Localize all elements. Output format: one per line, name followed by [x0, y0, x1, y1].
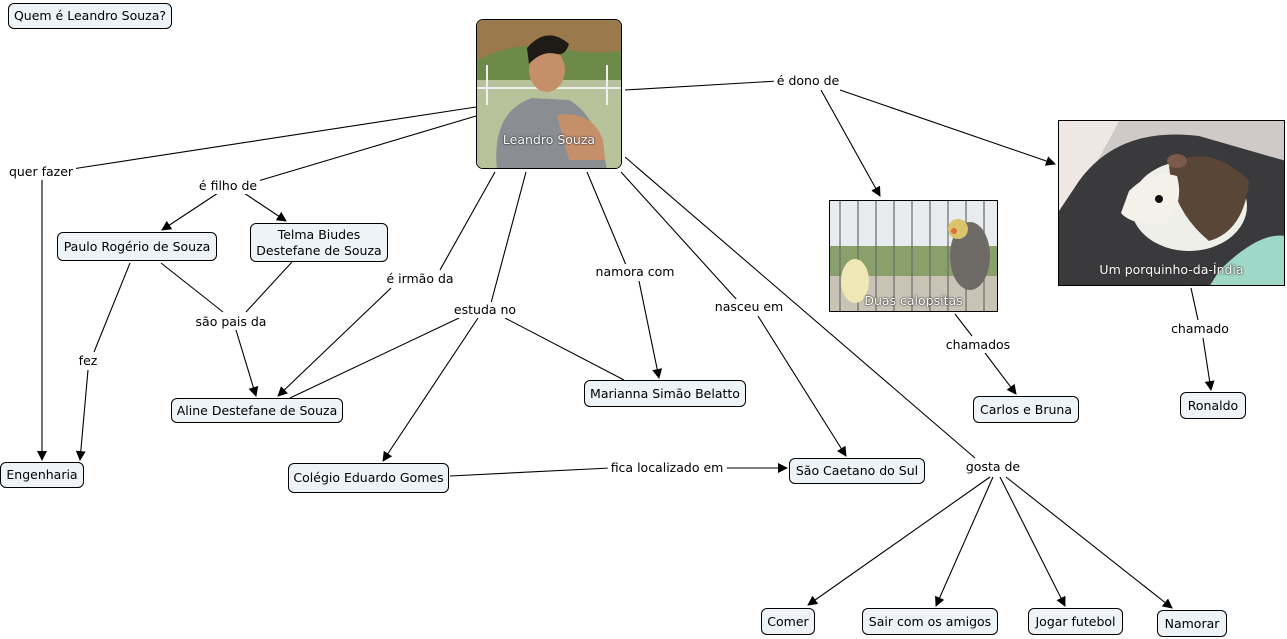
concept-carlos-bruna[interactable]: Carlos e Bruna	[973, 396, 1079, 423]
concept-sao-caetano[interactable]: São Caetano do Sul	[789, 458, 925, 484]
concept-colegio[interactable]: Colégio Eduardo Gomes	[288, 463, 449, 493]
concept-sair[interactable]: Sair com os amigos	[862, 608, 998, 635]
link-fica-localizado-em: fica localizado em	[607, 460, 727, 476]
guinea-pig-image	[1059, 121, 1284, 285]
portrait-image	[477, 20, 621, 168]
link-e-irmao-da: é irmão da	[383, 271, 457, 287]
photo-leandro[interactable]: Leandro Souza	[476, 19, 622, 169]
concept-comer[interactable]: Comer	[761, 608, 815, 635]
concept-telma[interactable]: Telma Biudes Destefane de Souza	[250, 223, 388, 262]
photo-porquinho[interactable]: Um porquinho-da-Índia	[1058, 120, 1285, 286]
center-caption: Leandro Souza	[502, 132, 596, 147]
link-nasceu-em: nasceu em	[711, 299, 787, 315]
concept-namorar[interactable]: Namorar	[1157, 610, 1227, 637]
link-chamados: chamados	[942, 337, 1014, 353]
link-fez: fez	[75, 353, 101, 369]
link-e-filho-de: é filho de	[195, 178, 261, 194]
question-title[interactable]: Quem é Leandro Souza?	[8, 3, 172, 29]
concept-engenharia[interactable]: Engenharia	[0, 462, 84, 488]
porquinho-caption: Um porquinho-da-Índia	[1099, 262, 1244, 277]
concept-paulo[interactable]: Paulo Rogério de Souza	[57, 232, 217, 261]
concept-ronaldo[interactable]: Ronaldo	[1180, 392, 1246, 419]
photo-calopsitas[interactable]: Duas calopsitas	[829, 200, 998, 312]
link-chamado: chamado	[1168, 321, 1232, 337]
concept-aline[interactable]: Aline Destefane de Souza	[171, 398, 343, 423]
calopsitas-caption: Duas calopsitas	[864, 293, 963, 308]
link-quer-fazer: quer fazer	[5, 164, 77, 180]
link-sao-pais-da: são pais da	[192, 314, 270, 330]
cockatiels-image	[830, 201, 997, 311]
link-e-dono-de: é dono de	[773, 73, 843, 89]
link-gosta-de: gosta de	[962, 459, 1024, 475]
concept-futebol[interactable]: Jogar futebol	[1028, 608, 1123, 635]
link-namora-com: namora com	[592, 264, 678, 280]
link-estuda-no: estuda no	[450, 302, 520, 318]
concept-marianna[interactable]: Marianna Simão Belatto	[584, 380, 746, 407]
